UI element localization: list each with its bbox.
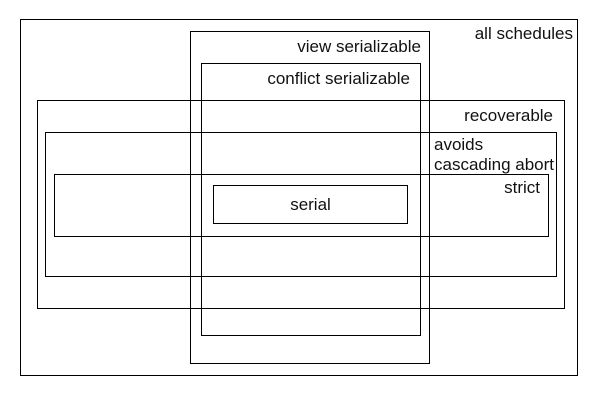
conflict-serializable-label: conflict serializable — [267, 69, 410, 88]
strict-label: strict — [504, 178, 540, 197]
avoids-cascading-abort-label-line2: cascading abort — [434, 154, 555, 174]
avoids-cascading-abort-box — [45, 132, 557, 277]
all-schedules-label: all schedules — [474, 24, 573, 43]
conflict-serializable-box — [201, 63, 421, 336]
recoverable-box — [37, 100, 565, 309]
serial-box — [213, 185, 408, 224]
avoids-cascading-abort-label: avoids cascading abort — [434, 135, 554, 174]
all-schedules-box — [20, 19, 578, 376]
strict-box — [54, 174, 549, 237]
recoverable-label: recoverable — [464, 106, 553, 125]
avoids-cascading-abort-label-line1: avoids — [434, 135, 484, 154]
view-serializable-label: view serializable — [297, 37, 421, 56]
serial-label: serial — [290, 195, 331, 214]
view-serializable-box — [190, 31, 430, 364]
